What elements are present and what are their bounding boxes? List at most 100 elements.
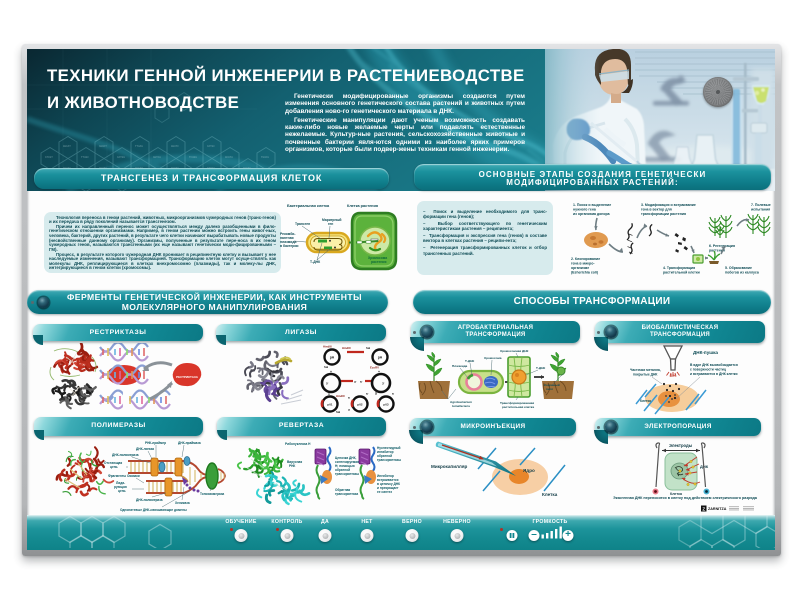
svg-text:2. Клонирование: 2. Клонирование: [571, 257, 600, 261]
svg-text:Однонитевые ДНК-связывающие до: Однонитевые ДНК-связывающие домены: [120, 508, 187, 512]
svg-text:цепь: цепь: [118, 489, 126, 493]
svg-text:Вирусная: Вирусная: [287, 460, 302, 464]
svg-text:p02: p02: [357, 403, 363, 407]
svg-text:цепь: цепь: [110, 465, 118, 469]
svg-text:испытания: испытания: [751, 208, 770, 212]
svg-text:Топоизомераза: Топоизомераза: [200, 492, 224, 496]
svg-text:транскриптаза: транскриптаза: [335, 492, 358, 496]
svg-text:и прекращает: и прекращает: [377, 486, 399, 490]
svg-text:из организма донора: из организма донора: [573, 212, 610, 216]
svg-text:Хромосома: Хромосома: [368, 256, 387, 260]
svg-text:3': 3': [375, 392, 378, 396]
svg-text:Рибонуклеаза Н: Рибонуклеаза Н: [285, 442, 311, 446]
svg-text:ее синтез: ее синтез: [377, 490, 392, 494]
svg-text:6. Регенерация: 6. Регенерация: [709, 244, 735, 248]
svg-text:p03: p03: [383, 403, 389, 407]
svg-text:AGTCA: AGTCA: [153, 156, 161, 159]
svg-text:Т-ДНК: Т-ДНК: [536, 366, 545, 370]
svg-text:растения: растения: [371, 260, 387, 264]
svg-text:организме: организме: [571, 266, 589, 270]
svg-text:ген: ген: [328, 222, 333, 226]
svg-text:Т-ДНК: Т-ДНК: [310, 260, 321, 264]
svg-text:нужного гена: нужного гена: [573, 208, 596, 212]
svg-text:Ядро: Ядро: [523, 468, 535, 473]
svg-text:ZARNITZA: ZARNITZA: [708, 507, 727, 511]
svg-text:растительная клетка: растительная клетка: [502, 405, 534, 409]
svg-text:5': 5': [366, 392, 369, 396]
svg-text:HindIII: HindIII: [336, 394, 345, 398]
svg-text:Sal: Sal: [366, 346, 370, 350]
svg-text:Трансген: Трансген: [295, 222, 310, 226]
svg-text:Z: Z: [702, 506, 705, 511]
svg-text:5': 5': [348, 396, 351, 400]
svg-text:GGCAT: GGCAT: [63, 145, 71, 148]
svg-text:p01: p01: [327, 403, 333, 407]
svg-text:Ингибитор: Ингибитор: [377, 474, 394, 478]
svg-text:TCAGG: TCAGG: [189, 156, 197, 159]
svg-text:5': 5': [360, 380, 363, 384]
svg-text:Клетка растения: Клетка растения: [347, 204, 378, 208]
svg-text:Трансформированная: Трансформированная: [500, 401, 534, 405]
svg-text:ДНК-праймаза: ДНК-праймаза: [178, 441, 201, 445]
svg-text:покрытые ДНК: покрытые ДНК: [633, 373, 658, 377]
svg-text:РНК-праймер: РНК-праймер: [145, 441, 166, 445]
svg-text:TTAGC: TTAGC: [81, 156, 89, 159]
svg-text:AGGCT: AGGCT: [99, 145, 107, 148]
svg-text:1. Поиск и выделение: 1. Поиск и выделение: [573, 203, 611, 207]
svg-text:Цепочка ДНК,: Цепочка ДНК,: [335, 456, 357, 460]
svg-text:галл: галл: [546, 387, 553, 391]
svg-text:Микрокапилляр: Микрокапилляр: [431, 464, 468, 469]
svg-text:Маркерный: Маркерный: [322, 218, 342, 222]
svg-text:РЕСТРИКТАЗА: РЕСТРИКТАЗА: [176, 375, 199, 379]
svg-text:5. Образование: 5. Образование: [725, 266, 752, 270]
svg-text:встраивается: встраивается: [377, 478, 399, 482]
svg-text:Нуклеотидный: Нуклеотидный: [377, 446, 401, 450]
svg-text:Плазмида: Плазмида: [452, 364, 468, 368]
svg-text:Клетка: Клетка: [542, 492, 558, 497]
svg-text:ДНК-пушка: ДНК-пушка: [693, 350, 718, 355]
svg-text:Лиди-: Лиди-: [116, 481, 125, 485]
svg-text:РНК: РНК: [289, 464, 295, 468]
svg-text:Рекомби-: Рекомби-: [280, 232, 296, 236]
svg-text:ингибитор: ингибитор: [377, 450, 394, 454]
svg-text:pA: pA: [378, 356, 383, 360]
svg-text:Электроды: Электроды: [669, 443, 693, 448]
svg-text:Т-ДНК: Т-ДНК: [465, 359, 474, 363]
svg-text:GGATC: GGATC: [171, 145, 179, 148]
svg-text:CATGG: CATGG: [117, 156, 125, 159]
svg-text:TTAAG: TTAAG: [135, 145, 143, 148]
svg-text:Хромосома: Хромосома: [484, 356, 502, 360]
svg-text:EcoRV: EcoRV: [370, 366, 379, 370]
svg-text:рующая: рующая: [114, 485, 127, 489]
svg-text:транскриптазы: транскриптазы: [377, 458, 401, 462]
svg-text:ATCGT: ATCGT: [45, 156, 53, 159]
svg-text:Бактериальная клетка: Бактериальная клетка: [287, 204, 330, 208]
svg-text:(Esherichia coli): (Esherichia coli): [571, 271, 598, 275]
svg-text:Sal: Sal: [324, 365, 328, 369]
svg-text:+: +: [330, 370, 332, 374]
svg-text:в бактерии: в бактерии: [280, 244, 299, 248]
svg-text:транскриптазы: транскриптазы: [335, 472, 359, 476]
svg-text:Agrobacterium: Agrobacterium: [450, 400, 472, 404]
svg-text:растения: растения: [709, 249, 725, 253]
svg-text:pA: pA: [330, 356, 335, 360]
svg-text:Н; помощью: Н; помощью: [335, 464, 355, 468]
svg-text:с поверхности частиц: с поверхности частиц: [690, 368, 726, 372]
svg-text:5': 5': [392, 392, 395, 396]
svg-text:Обратная: Обратная: [335, 488, 350, 492]
svg-text:гена в вектор для: гена в вектор для: [641, 208, 672, 212]
svg-text:В ядре ДНК высвобождается: В ядре ДНК высвобождается: [690, 363, 738, 367]
svg-text:и встраивается в ДНК клетки: и встраивается в ДНК клетки: [690, 372, 737, 376]
svg-text:Клетка: Клетка: [670, 492, 683, 496]
svg-text:5': 5': [326, 382, 329, 386]
svg-text:ДНК-лигаза: ДНК-лигаза: [136, 447, 154, 451]
svg-text:гена в микро-: гена в микро-: [571, 262, 595, 266]
svg-text:tumefaciens: tumefaciens: [452, 404, 470, 408]
svg-text:3': 3': [354, 380, 357, 384]
svg-text:плазмида: плазмида: [280, 240, 296, 244]
svg-text:ДНК: ДНК: [671, 375, 676, 378]
svg-text:трансформации растения: трансформации растения: [641, 212, 686, 216]
svg-text:ДНК-полимераза: ДНК-полимераза: [136, 498, 163, 502]
svg-text:3. Модификация и встраивание: 3. Модификация и встраивание: [641, 203, 696, 207]
svg-text:нантная: нантная: [280, 236, 294, 240]
